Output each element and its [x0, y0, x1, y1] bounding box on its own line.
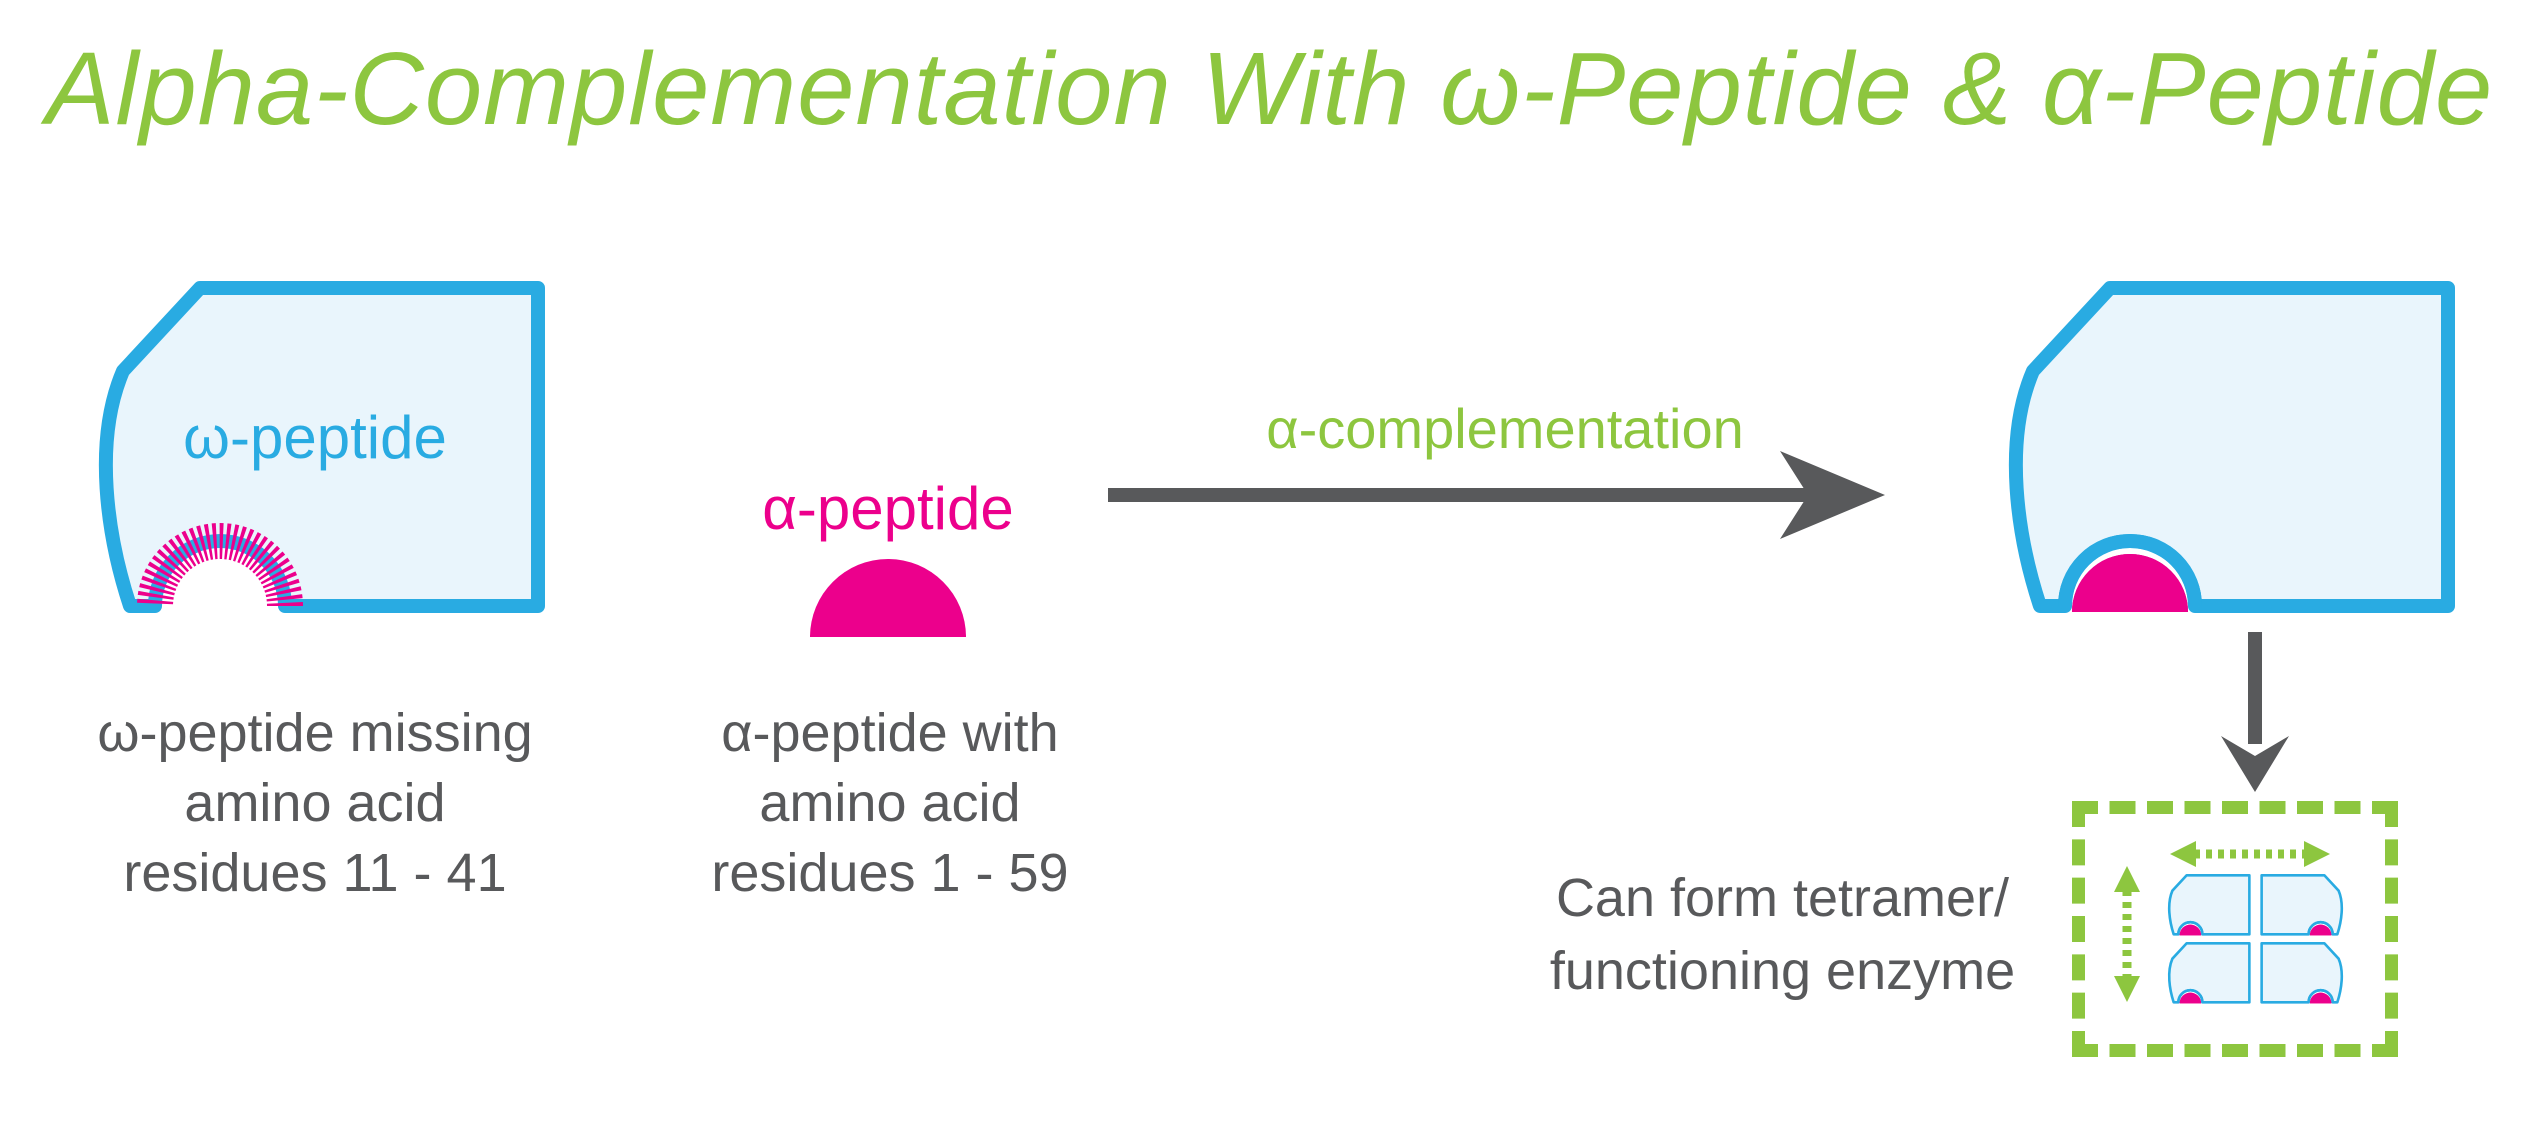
right-arrow-icon — [1108, 451, 1885, 539]
alpha-caption-line3: residues 1 - 59 — [711, 843, 1069, 903]
omega-protein-icon — [85, 281, 545, 631]
reaction-arrow-label: α-complementation — [1266, 397, 1744, 460]
tetramer-unit-bottom-left — [2165, 942, 2251, 1006]
tetramer-box — [2072, 801, 2398, 1057]
omega-peptide-label: ω-peptide — [183, 404, 447, 471]
tetramer-unit-top-right — [2260, 874, 2346, 938]
height-dotted-arrow-icon — [2114, 866, 2140, 1002]
alpha-caption-line2: amino acid — [759, 773, 1021, 833]
complemented-protein-icon — [1995, 281, 2455, 631]
tetramer-unit-top-left — [2165, 874, 2251, 938]
tetramer-caption-line2: functioning enzyme — [1549, 941, 2016, 1001]
tetramer-caption-line1: Can form tetramer/ — [1555, 868, 2010, 928]
omega-caption: ω-peptide missing amino acid residues 11… — [50, 698, 580, 908]
omega-caption-line2: amino acid — [184, 773, 446, 833]
tetramer-unit-bottom-right — [2260, 942, 2346, 1006]
down-arrow-icon — [2221, 632, 2289, 792]
alpha-caption-line1: α-peptide with — [721, 703, 1059, 763]
omega-caption-line3: residues 11 - 41 — [123, 843, 507, 903]
width-dotted-arrow-icon — [2170, 841, 2330, 867]
missing-region-hatch-icon — [137, 523, 303, 607]
complemented-enzyme-shape — [1995, 281, 2455, 631]
alpha-peptide-label: α-peptide — [762, 475, 1014, 542]
omega-peptide-shape: ω-peptide — [85, 281, 545, 631]
alpha-peptide-semicircle-icon — [810, 559, 966, 637]
tetramer-caption: Can form tetramer/ functioning enzyme — [1505, 862, 2060, 1008]
alpha-caption: α-peptide with amino acid residues 1 - 5… — [640, 698, 1140, 908]
page-title: Alpha-Complementation With ω-Peptide & α… — [45, 31, 2494, 146]
omega-caption-line1: ω-peptide missing — [97, 703, 533, 763]
